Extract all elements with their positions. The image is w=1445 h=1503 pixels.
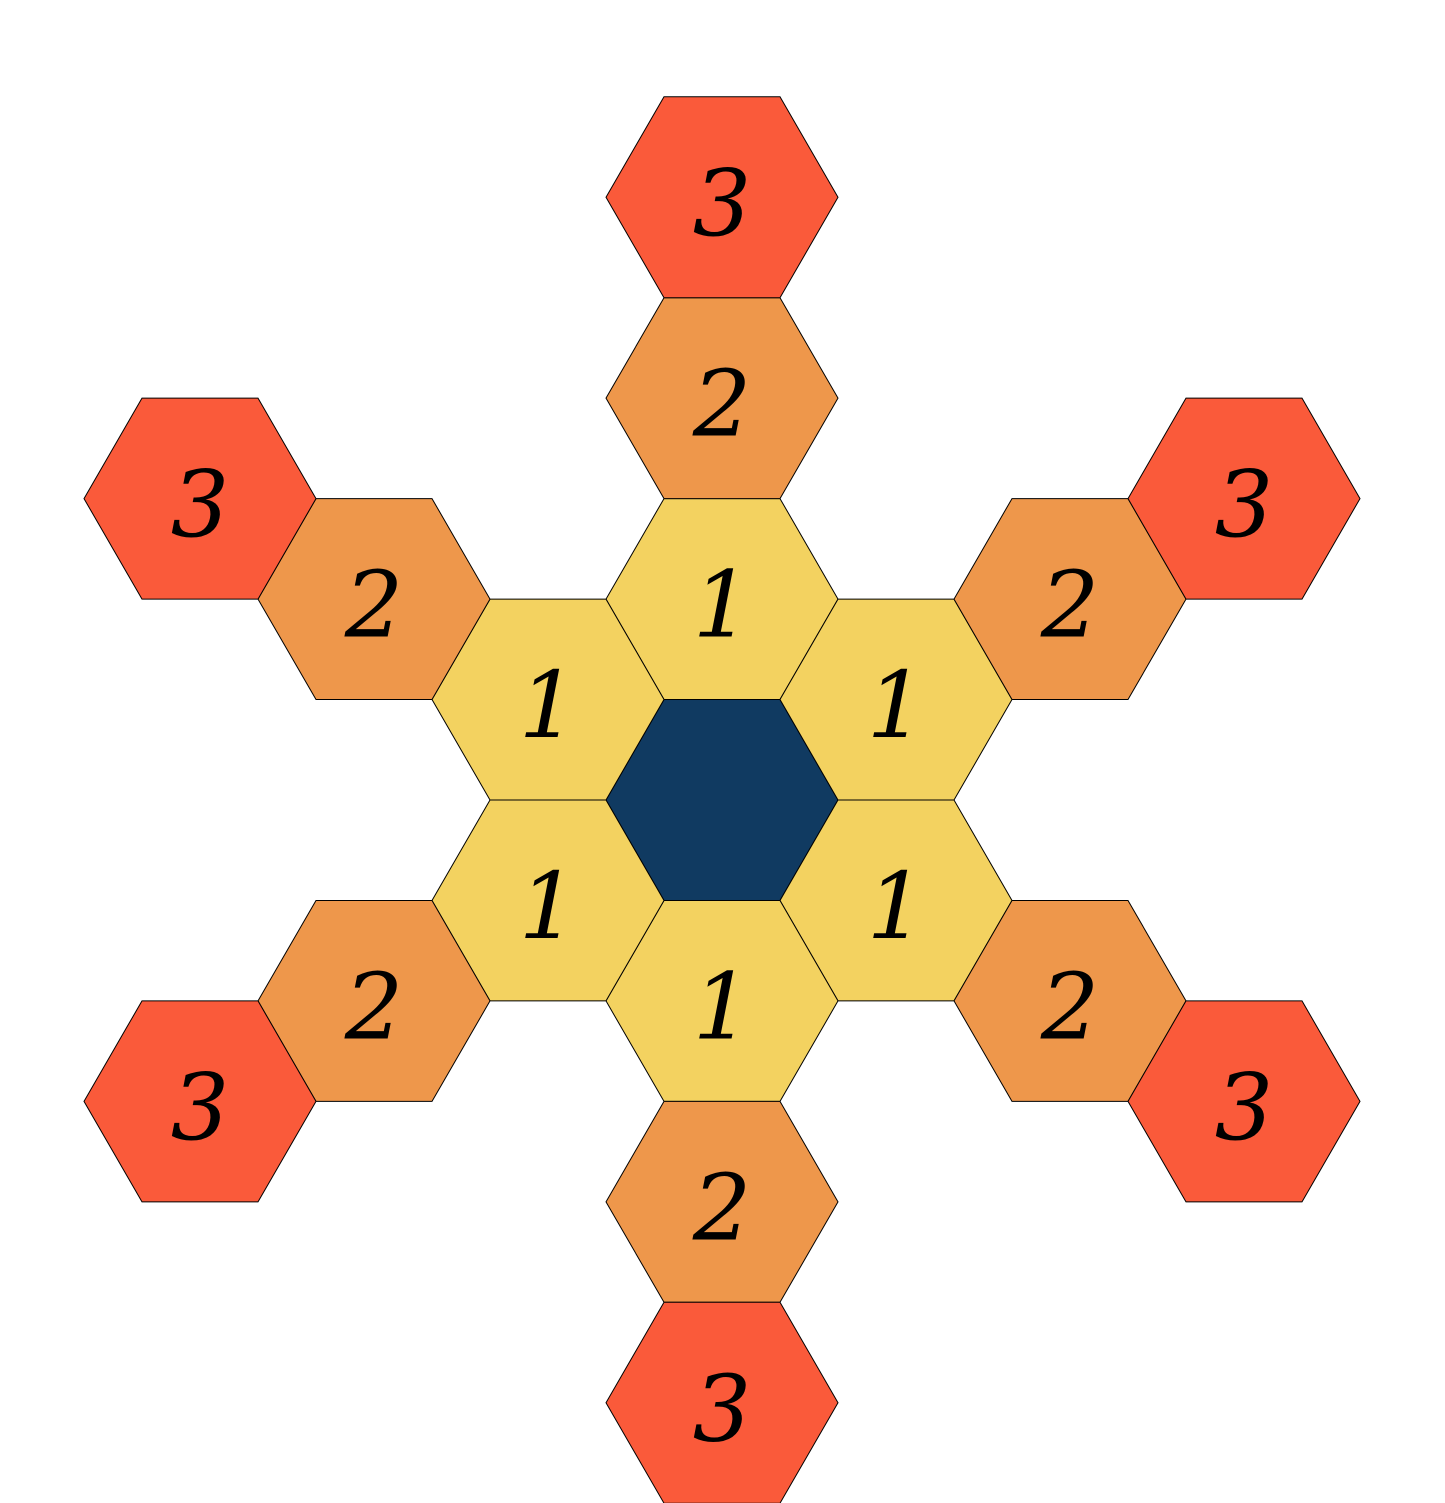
- hex-cell-r3-lower-left: 3: [83, 1000, 317, 1203]
- hex-label-r2-upper-right: 2: [1040, 552, 1100, 659]
- hex-label-r1-down: 1: [693, 953, 752, 1060]
- hex-label-r2-upper-left: 2: [344, 552, 404, 659]
- hex-label-r1-lower-right: 1: [867, 853, 926, 960]
- hex-label-r1-upper-left: 1: [519, 652, 578, 759]
- hex-cell-r3-up: 3: [605, 96, 839, 299]
- hex-label-r3-upper-left: 3: [171, 451, 230, 558]
- hex-cell-r1-lower-right: 1: [779, 799, 1013, 1002]
- hex-label-r3-up: 3: [693, 150, 752, 257]
- hex-tile-r3-lower-left: [83, 1000, 317, 1203]
- hex-label-r3-down: 3: [693, 1355, 752, 1462]
- hex-label-r1-lower-left: 1: [519, 853, 578, 960]
- hex-cell-r2-down: 2: [605, 1100, 839, 1303]
- hex-cell-r1-upper-right: 1: [779, 598, 1013, 801]
- hex-tile-r3-lower-right: [1127, 1000, 1361, 1203]
- hex-tile-r3-up: [605, 96, 839, 299]
- hex-cell-r2-up: 2: [605, 297, 839, 500]
- hex-label-r2-down: 2: [692, 1154, 752, 1261]
- hex-tile-r3-down: [605, 1301, 839, 1503]
- hex-label-r2-lower-left: 2: [344, 953, 404, 1060]
- hex-cell-r2-upper-left: 2: [257, 498, 491, 701]
- hex-label-r3-lower-left: 3: [171, 1054, 230, 1161]
- hex-label-r2-up: 2: [692, 351, 752, 458]
- hex-label-r1-up: 1: [693, 552, 752, 659]
- hex-cell-r1-upper-left: 1: [431, 598, 665, 801]
- hex-cell-r3-down: 3: [605, 1301, 839, 1503]
- hex-tile-r3-upper-right: [1127, 397, 1361, 600]
- hex-cell-r3-upper-left: 3: [83, 397, 317, 600]
- hex-tile-r3-upper-left: [83, 397, 317, 600]
- hex-label-r3-upper-right: 3: [1215, 451, 1274, 558]
- hex-label-r2-lower-right: 2: [1040, 953, 1100, 1060]
- hex-cell-r1-down: 1: [605, 899, 839, 1102]
- hex-label-r1-upper-right: 1: [867, 652, 926, 759]
- hex-cell-r3-lower-right: 3: [1127, 1000, 1361, 1203]
- hex-cells: 1 1 1 1 1 1 2 2 2 2 2 2 3 3 3 3 3 3: [83, 96, 1361, 1503]
- hex-cell-r2-upper-right: 2: [953, 498, 1187, 701]
- hex-cell-r1-lower-left: 1: [431, 799, 665, 1002]
- hex-cell-r2-lower-left: 2: [257, 899, 491, 1102]
- hex-label-r3-lower-right: 3: [1215, 1054, 1274, 1161]
- hex-cell-r3-upper-right: 3: [1127, 397, 1361, 600]
